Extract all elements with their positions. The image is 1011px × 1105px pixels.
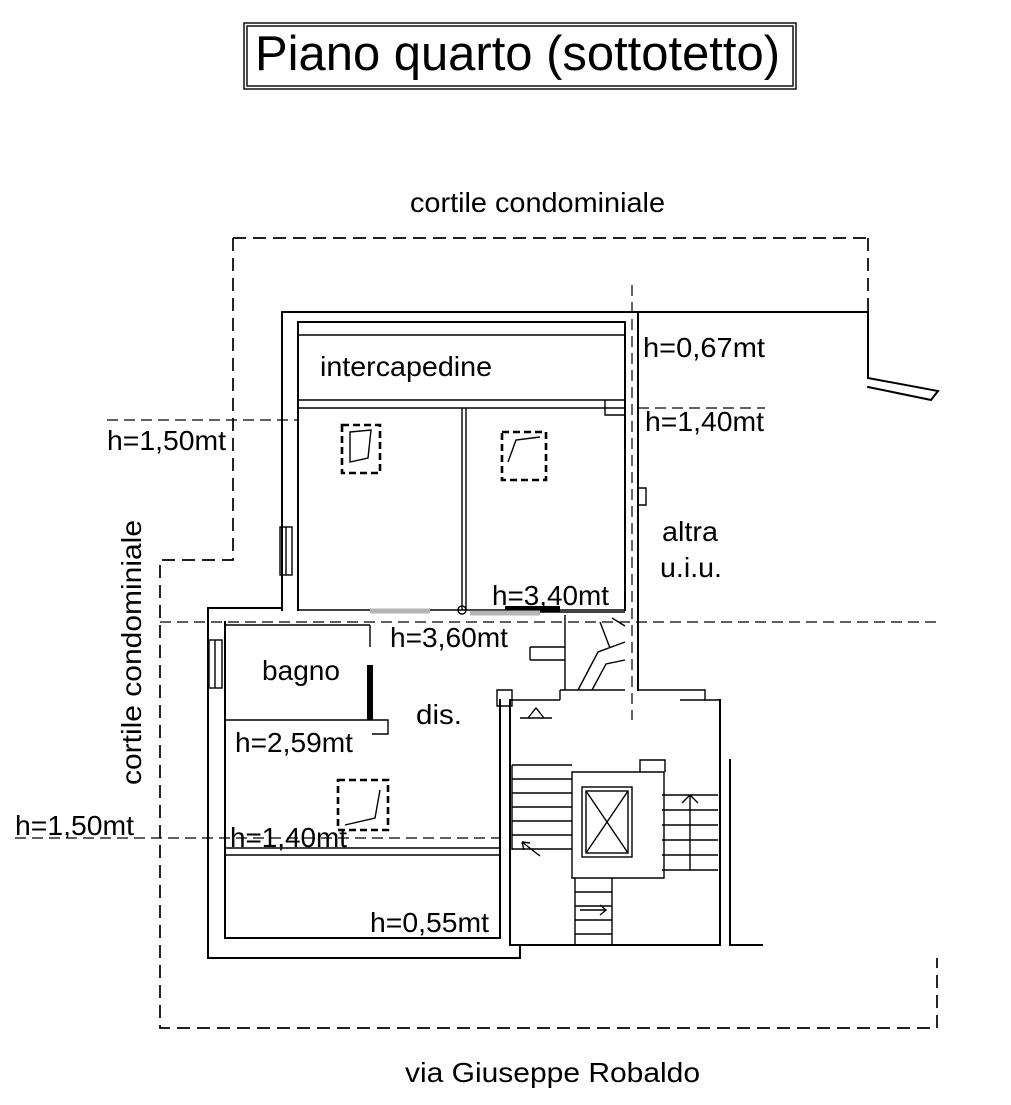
room-label-bagno: bagno [262,655,340,686]
room-label-dis: dis. [416,699,462,730]
height-label: h=1,50mt [107,425,226,456]
north-courtyard-label: cortile condominiale [410,187,665,218]
street-label: via Giuseppe Robaldo [405,1057,700,1088]
west-courtyard-label: cortile condominiale [116,520,147,785]
skylight-lower-room-sash [344,789,381,826]
door-pivot [457,605,467,615]
plan-title: Piano quarto (sottotetto) [255,27,780,81]
height-reference-lines [15,285,937,839]
windows [208,526,293,689]
plan-labels: cortile condominiale cortile condominial… [15,187,765,1088]
room-label-intercapedine: intercapedine [320,351,492,382]
height-label: h=3,40mt [492,580,609,611]
skylight-room-2-sash [507,436,541,463]
other-unit-label-line2: u.i.u. [660,552,722,583]
elevator-car-outer [581,786,633,858]
skylight-room-1-sash [349,429,372,463]
height-label: h=1,40mt [230,822,347,853]
elevator-cross [585,790,629,854]
stair-core [510,690,718,945]
title-frame-inner [246,25,794,87]
attic-stair [529,615,626,691]
title-frame-outer [243,22,797,90]
stair-flight-right [662,794,718,871]
elevator-car-inner [585,790,629,854]
stair-core-entrance [510,690,705,719]
hatched-wall-segments [370,608,540,616]
height-label: h=1,40mt [645,406,764,437]
property-boundary [159,237,938,1029]
stair-flight-left [511,764,572,857]
height-label: h=0,55mt [370,907,489,938]
structural-wall-segments [367,606,560,720]
elevator-shaft-walls [571,759,666,879]
skylight-room-1 [340,423,382,475]
skylights [336,423,548,832]
stair-flight-bottom [574,878,613,945]
skylight-room-2 [500,430,548,482]
height-label: h=3,60mt [390,622,508,653]
title-block: Piano quarto (sottotetto) [243,22,797,90]
height-label: h=2,59mt [235,727,353,758]
height-label: h=0,67mt [643,332,765,363]
exterior-walls [207,311,940,959]
height-label: h=1,50mt [15,810,134,841]
skylight-lower-room [336,778,390,832]
other-unit-label-line1: altra [662,516,718,547]
